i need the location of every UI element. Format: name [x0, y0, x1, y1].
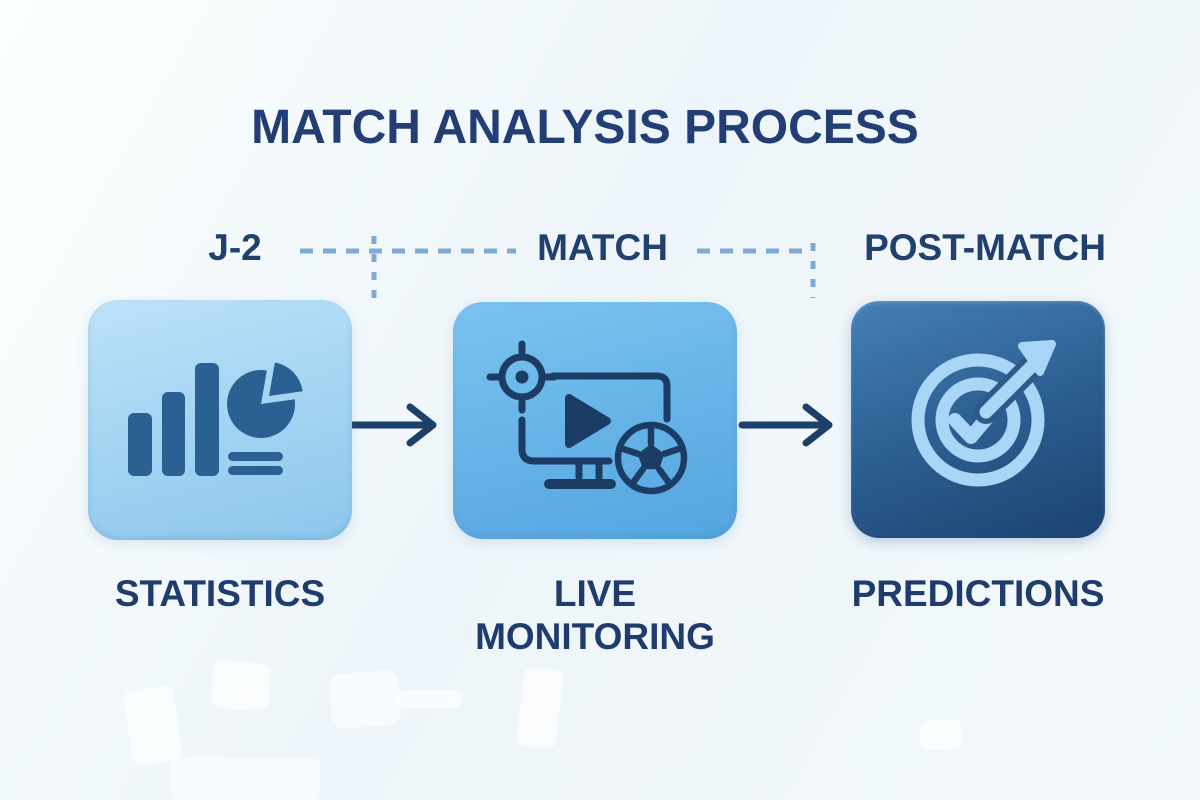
- flow-arrow-2: [738, 403, 833, 447]
- flow-arrow-1: [348, 403, 437, 447]
- monitor-play-soccer-icon: [486, 340, 688, 494]
- pie-slice: [268, 362, 303, 396]
- monitor-left-edge: [518, 416, 613, 464]
- page-title: MATCH ANALYSIS PROCESS: [251, 101, 919, 154]
- monitor-top-edge: [549, 372, 671, 422]
- phase-label-j2: J-2: [208, 227, 262, 268]
- dart-shaft: [979, 355, 1043, 418]
- stage-card-live-monitoring: [453, 302, 737, 539]
- phase-label-match: MATCH: [537, 227, 668, 268]
- target-dart-check-icon: [911, 339, 1056, 486]
- bar-medium: [161, 392, 185, 476]
- watermark-shape: [920, 720, 962, 750]
- crosshair-dot: [515, 370, 529, 383]
- stage-card-statistics: [88, 300, 352, 540]
- text-line-1: [227, 452, 283, 461]
- dart-fletching: [1018, 339, 1056, 376]
- stage-label-live-monitoring: LIVE MONITORING: [475, 573, 715, 657]
- stage-card-predictions: [851, 301, 1105, 538]
- stage-label-predictions: PREDICTIONS: [851, 573, 1105, 614]
- stage-label-statistics: STATISTICS: [114, 573, 326, 614]
- target-outer-ring: [911, 353, 1045, 486]
- soccer-ball-pentagon: [637, 443, 665, 469]
- bar-short: [127, 413, 152, 476]
- bar-chart-pie-icon: [127, 362, 303, 476]
- crosshair-ring: [498, 353, 546, 400]
- dashed-timeline: [300, 236, 816, 298]
- watermark-shape: [398, 690, 463, 708]
- bar-tall: [194, 363, 219, 476]
- text-line-2: [227, 466, 283, 475]
- phase-label-post-match: POST-MATCH: [864, 227, 1106, 268]
- watermark-shape: [170, 758, 320, 800]
- play-triangle: [565, 393, 611, 448]
- target-inner-ring: [935, 377, 1021, 462]
- pie-main: [226, 369, 295, 438]
